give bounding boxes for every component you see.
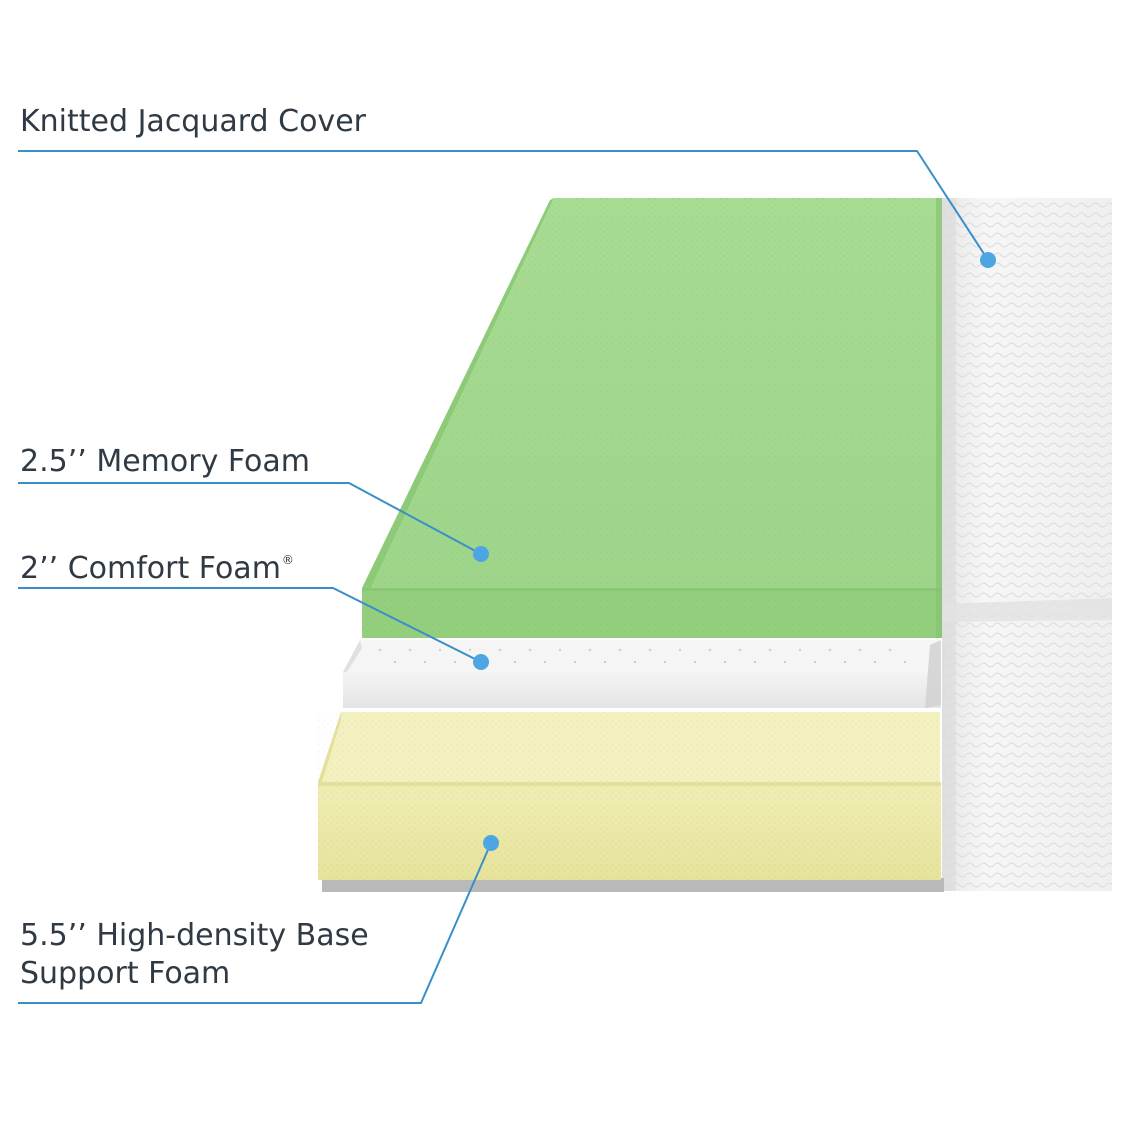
comfort-foam-label: 2’’ Comfort Foam [20,551,281,586]
comfort-foam-marker-dot [473,654,489,670]
cover-marker-dot [980,252,996,268]
base-shadow [322,878,944,892]
memory-foam-marker-dot [473,546,489,562]
leader-lines [18,150,989,1004]
memory-foam-leader-line [18,482,482,555]
comfort-foam-label-row: 2’’ Comfort Foam® [20,541,294,588]
cover-leader-line [18,150,989,261]
base-foam-leader-line [18,842,492,1004]
base-foam-label-line2: Support Foam [20,956,231,991]
cover-label: Knitted Jacquard Cover [20,104,366,139]
comfort-foam-layer [343,640,941,708]
memory-foam-label: 2.5’’ Memory Foam [20,444,311,479]
comfort-foam-leader-line [18,587,482,663]
base-foam-label-line1: 5.5’’ High-density Base [20,918,369,953]
cover-layer [942,198,1112,891]
memory-foam-layer [362,198,942,638]
base-foam-layer [318,712,941,880]
base-foam-marker-dot [483,835,499,851]
base-foam-label: 5.5’’ High-density Base Support Foam [20,917,440,993]
registered-trademark-mark: ® [281,553,294,567]
